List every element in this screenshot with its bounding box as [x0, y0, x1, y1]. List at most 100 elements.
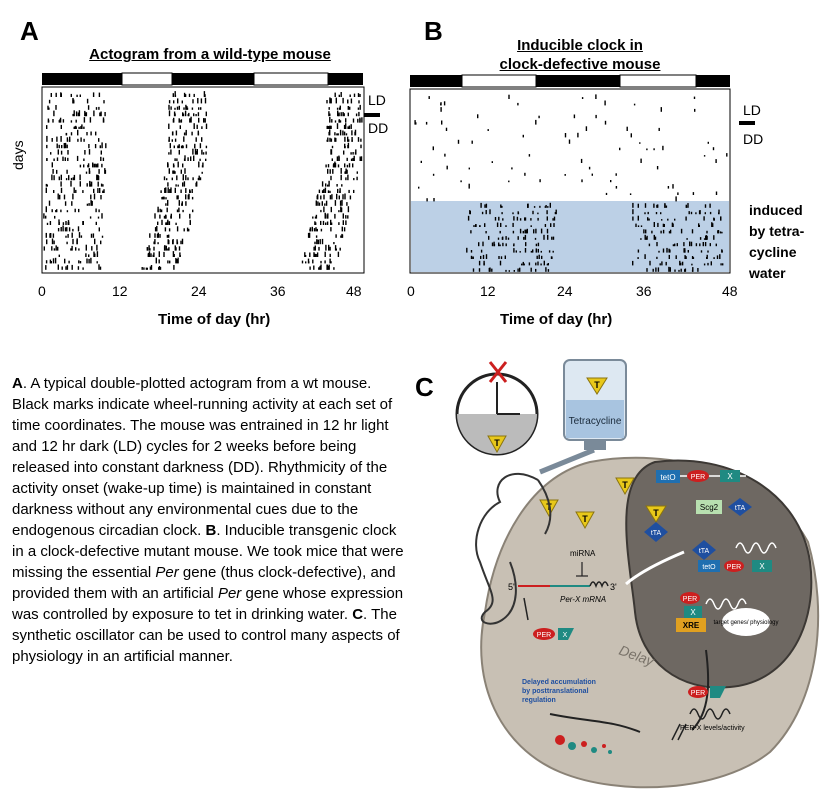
- svg-text:X: X: [690, 608, 696, 617]
- x-box-1: [720, 470, 740, 482]
- ld-bar-b-light2: [619, 74, 697, 88]
- delayed-accumulation-text-3: regulation: [522, 697, 556, 704]
- caption-b-letter: B: [205, 522, 217, 539]
- clock-dark-half-icon: [457, 414, 537, 454]
- panel-a-dd-label: DD: [368, 120, 389, 136]
- caption-b-text3: gene whose expression was controlled by …: [12, 585, 404, 623]
- actogram-b-marks: [414, 94, 728, 272]
- panel-a-tick-48: 48: [346, 283, 362, 299]
- panel-b-tick-48: 48: [722, 283, 738, 299]
- ld-dd-marker-a: [364, 113, 380, 117]
- tet-triangle-icon-1: T: [586, 377, 608, 395]
- tet-triangle-icon-4: T: [575, 511, 595, 530]
- svg-text:X: X: [759, 562, 765, 571]
- scg2-box: [696, 500, 722, 514]
- target-genes-bubble: [722, 608, 770, 636]
- svg-text:T: T: [594, 380, 600, 390]
- per-protein-3: [680, 592, 700, 604]
- nucleus: [625, 459, 813, 689]
- x-tag-2: [710, 686, 726, 698]
- tet-triangle-icon-5: T: [615, 477, 635, 496]
- panel-b-xlabel: Time of day (hr): [500, 311, 613, 328]
- induced-line-1: induced: [749, 202, 803, 218]
- ld-bar-a-light2: [253, 72, 329, 86]
- caption-c-text: . The synthetic oscillator can be used t…: [12, 606, 400, 665]
- caption-a-letter: A: [12, 375, 23, 392]
- ld-bar-a-dark1: [42, 73, 122, 85]
- x-box-3: [684, 606, 702, 618]
- ld-bar-b-dark2: [536, 75, 620, 87]
- ld-bar-b-dark1: [410, 75, 462, 87]
- xre-box: [676, 618, 706, 632]
- caption-a-text: . A typical double-plotted actogram from…: [12, 375, 393, 539]
- x-tag-1: [558, 628, 574, 640]
- ld-bar-a-dark3: [328, 73, 363, 85]
- tta-diamond-3: [692, 540, 716, 560]
- delayed-accumulation-text-1: Delayed accumulation: [522, 679, 596, 686]
- transcript-wave-icon-2: [705, 598, 747, 610]
- mouse-outline: [475, 472, 552, 625]
- inhibit-arrow: [625, 550, 685, 586]
- per-protein-4: [533, 628, 555, 640]
- svg-text:X: X: [727, 472, 733, 481]
- svg-text:XRE: XRE: [683, 621, 700, 630]
- per-protein-2: [724, 560, 744, 572]
- figure-caption: A. A typical double-plotted actogram fro…: [12, 373, 407, 667]
- panel-c-letter: C: [415, 372, 434, 402]
- svg-text:T: T: [622, 480, 628, 490]
- panel-b-title-line2: clock-defective mouse: [499, 56, 661, 73]
- panel-b-tick-36: 36: [636, 283, 652, 299]
- induced-label: induced by tetra- cycline water: [749, 200, 804, 284]
- svg-text:T: T: [653, 508, 659, 518]
- tta-diamond-2: [644, 522, 668, 542]
- svg-text:Scg2: Scg2: [700, 503, 719, 512]
- panel-a-tick-24: 24: [191, 283, 207, 299]
- tet-triangle-icon-2: T: [487, 435, 507, 454]
- ld-dd-marker-b: [739, 121, 755, 125]
- svg-text:tTA: tTA: [735, 505, 746, 512]
- tta-diamond-1: [728, 498, 752, 516]
- panel-a-xlabel: Time of day (hr): [158, 311, 271, 328]
- svg-text:tTA: tTA: [699, 548, 710, 555]
- tetracycline-label: Tetracycline: [569, 416, 622, 427]
- panel-b-tick-12: 12: [480, 283, 496, 299]
- panel-b-dd-label: DD: [743, 131, 764, 147]
- ld-bar-a-dark2: [172, 73, 254, 85]
- svg-text:target genes/ physiology: target genes/ physiology: [713, 620, 778, 626]
- panel-b-tick-24: 24: [557, 283, 573, 299]
- actogram-a: [41, 72, 365, 274]
- ld-bar-b-dark3: [696, 75, 730, 87]
- teto-box-2: [698, 560, 720, 572]
- ld-bar-a-light1: [121, 72, 173, 86]
- svg-text:PER: PER: [691, 474, 705, 481]
- svg-text:X: X: [563, 632, 568, 639]
- three-prime-label: 3': [610, 582, 617, 592]
- delayed-accumulation-text-2: by posttranslational: [522, 688, 589, 695]
- svg-text:tTA: tTA: [651, 530, 662, 537]
- caption-c-letter: C: [352, 606, 364, 623]
- svg-text:tetO: tetO: [702, 564, 716, 571]
- five-prime-label: 5': [508, 582, 515, 592]
- levels-wave: [689, 708, 731, 720]
- svg-text:PER: PER: [727, 564, 741, 571]
- caption-b-text2: gene (thus clock-defective), and provide…: [12, 564, 396, 602]
- degradation-dot: [555, 735, 565, 745]
- svg-text:PER: PER: [691, 690, 705, 697]
- svg-text:tetO: tetO: [660, 473, 675, 482]
- actogram-a-frame: [41, 86, 365, 274]
- svg-text:T: T: [582, 514, 588, 524]
- levels-label: PER-X levels/activity: [680, 725, 745, 732]
- panel-a-ylabel: days: [10, 140, 26, 170]
- tetracycline-shading: [411, 201, 729, 272]
- panel-b-ld-label: LD: [743, 102, 761, 118]
- caption-b-text1: . Inducible transgenic clock in a clock-…: [12, 522, 404, 581]
- actogram-a-marks: [43, 91, 363, 270]
- panel-a-tick-36: 36: [270, 283, 286, 299]
- per-protein-1: [687, 470, 709, 482]
- mirna-label: miRNA: [570, 549, 596, 558]
- panel-b-tick-0: 0: [407, 283, 415, 299]
- panel-a-letter: A: [20, 16, 39, 46]
- tet-triangle-icon-6: T: [645, 505, 667, 523]
- induced-line-4: water: [749, 265, 786, 281]
- ld-bar-b-light1: [461, 74, 537, 88]
